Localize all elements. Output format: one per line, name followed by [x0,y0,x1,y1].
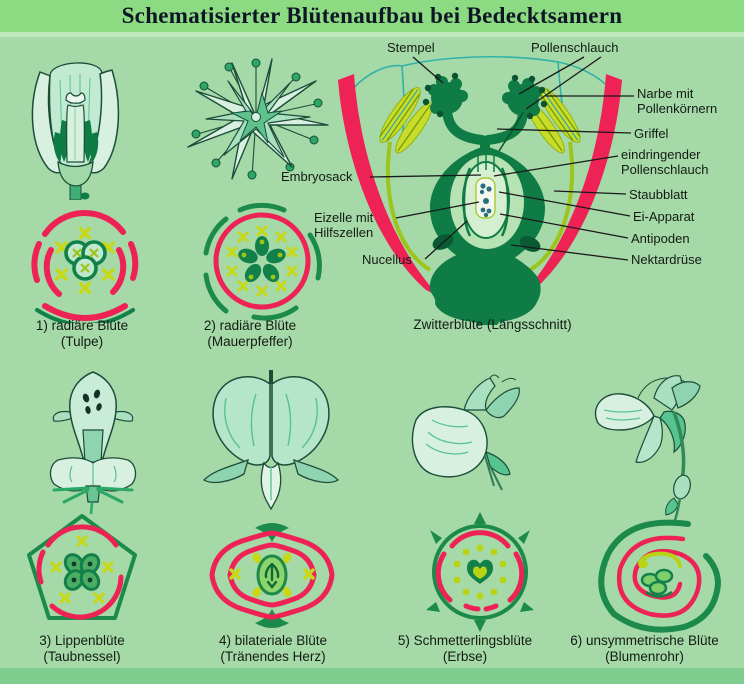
stamens [55,226,115,295]
ovary-cluster [640,568,674,598]
label-pollenschlauch: Pollenschlauch [531,40,619,55]
calyx [426,512,534,632]
petal-arcs [435,530,525,612]
caption-zwitterbluete: Zwitterblüte (Längsschnitt) [413,317,572,332]
footer-band [0,668,744,684]
stamen-arc [638,551,682,568]
title-divider [0,32,744,37]
caption-figure-1: 1) radiäre Blüte (Tulpe) [35,318,129,349]
floral-diagram-4 [209,523,335,628]
sepal-arcs [203,202,322,321]
caption-figure-6: 6) unsymmetrische Blüte (Blumenrohr) [570,633,719,664]
floral-diagram-2 [203,202,322,321]
page-title: Schematisierter Blütenaufbau bei Bedeckt… [121,3,623,28]
floral-diagram-5 [426,512,534,632]
label-eindringender: eindringender Pollenschlauch [621,147,709,177]
blumenrohr-illustration [594,375,701,523]
carpels [238,236,286,283]
label-griffel: Griffel [634,126,669,141]
label-antipoden: Antipoden [631,231,690,246]
anther-dots [191,58,323,180]
label-eizelle: Eizelle mit Hilfszellen [314,210,374,240]
corolla-outlines [209,530,335,620]
erbse-illustration [411,374,520,491]
ovary [256,554,288,596]
caption-figure-5: 5) Schmetterlingsblüte (Erbse) [397,633,533,664]
corolla-ring [36,524,124,620]
caption-figure-3: 3) Lippenblüte (Taubnessel) [39,633,125,664]
stamen-dots [453,544,507,600]
ovary [467,559,493,584]
caption-figure-2: 2) radiäre Blüte (Mauerpfeffer) [203,318,297,349]
stamen-left [379,87,433,272]
label-stempel: Stempel [387,40,435,55]
taubnessel-illustration [49,371,137,515]
label-ei-apparat: Ei-Apparat [633,209,695,224]
sepal-outline [341,55,620,143]
label-nektardruese: Nektardrüse [631,252,702,267]
star-flower-illustration [187,58,329,180]
corolla-ring [213,212,311,310]
petal-left [338,74,440,297]
stamens [229,552,315,598]
label-staubblatt: Staubblatt [629,187,688,202]
stamens [226,225,298,297]
tulip-illustration [31,62,120,200]
ovary [63,553,101,591]
floral-diagram-3 [27,514,137,620]
caption-figure-4: 4) bilateriale Blüte (Tränendes Herz) [218,633,328,664]
petal-arcs [31,209,139,321]
embryo-sac [475,177,496,219]
label-embryosack: Embryosack [281,169,353,184]
floral-diagram-1 [31,192,139,323]
label-nucellus: Nucellus [362,252,412,267]
title-band: Schematisierter Blütenaufbau bei Bedeckt… [0,0,744,32]
carpels [64,240,107,281]
outer-swirl [598,519,722,633]
zwitterbluete-diagram [338,55,622,325]
floral-diagram-6 [598,519,722,633]
bract [35,308,135,323]
traenendes-herz-illustration [202,370,340,510]
label-narbe: Narbe mit Pollenkörnern [637,86,718,116]
stamens [50,535,114,604]
